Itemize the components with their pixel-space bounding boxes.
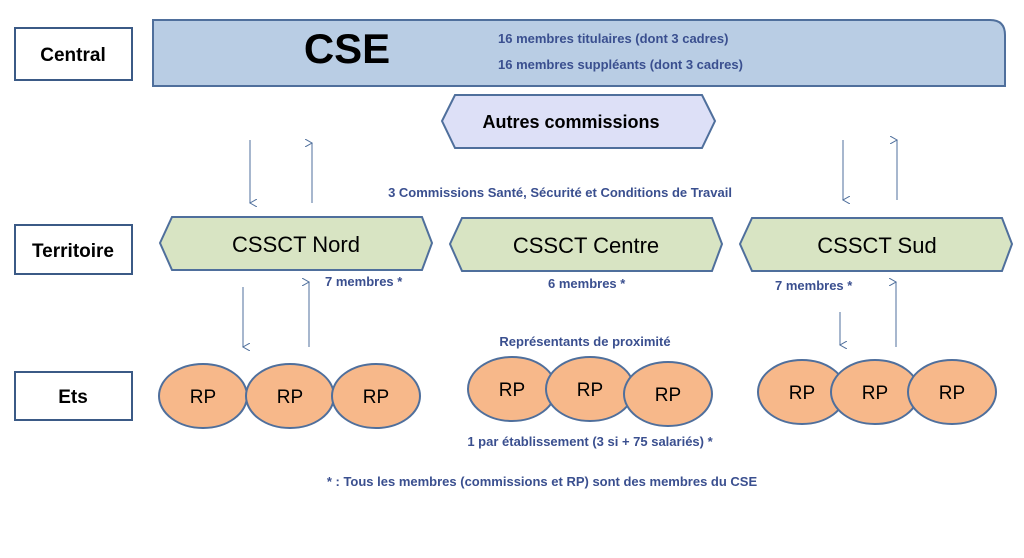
cse-box: CSE 16 membres titulaires (dont 3 cadres… (152, 19, 1006, 87)
rp-caption: Représentants de proximité (499, 334, 670, 349)
rp-label: RP (499, 380, 525, 401)
svg-text:Central: Central (40, 45, 105, 66)
rp-circle (623, 361, 713, 427)
svg-text:Territoire: Territoire (32, 241, 114, 262)
rp-label: RP (862, 383, 888, 404)
rp-label: RP (655, 385, 681, 406)
autres-commissions: Autres commissions (440, 94, 717, 149)
commissions-caption: 3 Commissions Santé, Sécurité et Conditi… (388, 185, 732, 200)
arrows (243, 140, 897, 347)
rp-label: RP (190, 387, 216, 408)
rp-group: RP RP RP RP RP RP RP RP RP (158, 356, 997, 429)
rp-label: RP (789, 383, 815, 404)
cse-suppleants: 16 membres suppléants (dont 3 cadres) (498, 57, 743, 72)
cse-title: CSE (304, 25, 390, 72)
rp-note: 1 par établissement (3 si + 75 salariés)… (467, 434, 713, 449)
rp-circle (907, 359, 997, 425)
rp-circle (331, 363, 421, 429)
svg-text:CSSCT Centre: CSSCT Centre (513, 233, 659, 258)
footnote: * : Tous les membres (commissions et RP)… (327, 474, 758, 489)
level-label-central: Central (14, 27, 133, 81)
svg-text:Autres commissions: Autres commissions (482, 112, 659, 132)
svg-text:CSSCT Nord: CSSCT Nord (232, 232, 360, 257)
rp-label: RP (577, 380, 603, 401)
cssct-sud: CSSCT Sud 7 membres * (738, 217, 1014, 293)
rp-label: RP (363, 387, 389, 408)
cssct-nord: CSSCT Nord 7 membres * (158, 216, 434, 289)
rp-label: RP (939, 383, 965, 404)
svg-text:Ets: Ets (58, 387, 88, 408)
level-label-ets: Ets (14, 371, 133, 421)
svg-text:7 membres *: 7 membres * (775, 278, 853, 293)
level-label-territoire: Territoire (14, 224, 133, 275)
svg-text:CSSCT Sud: CSSCT Sud (817, 233, 936, 258)
rp-label: RP (277, 387, 303, 408)
cssct-centre: CSSCT Centre 6 membres * (448, 217, 724, 291)
cse-titulaires: 16 membres titulaires (dont 3 cadres) (498, 31, 728, 46)
svg-text:6 membres *: 6 membres * (548, 276, 626, 291)
svg-text:7 membres *: 7 membres * (325, 274, 403, 289)
